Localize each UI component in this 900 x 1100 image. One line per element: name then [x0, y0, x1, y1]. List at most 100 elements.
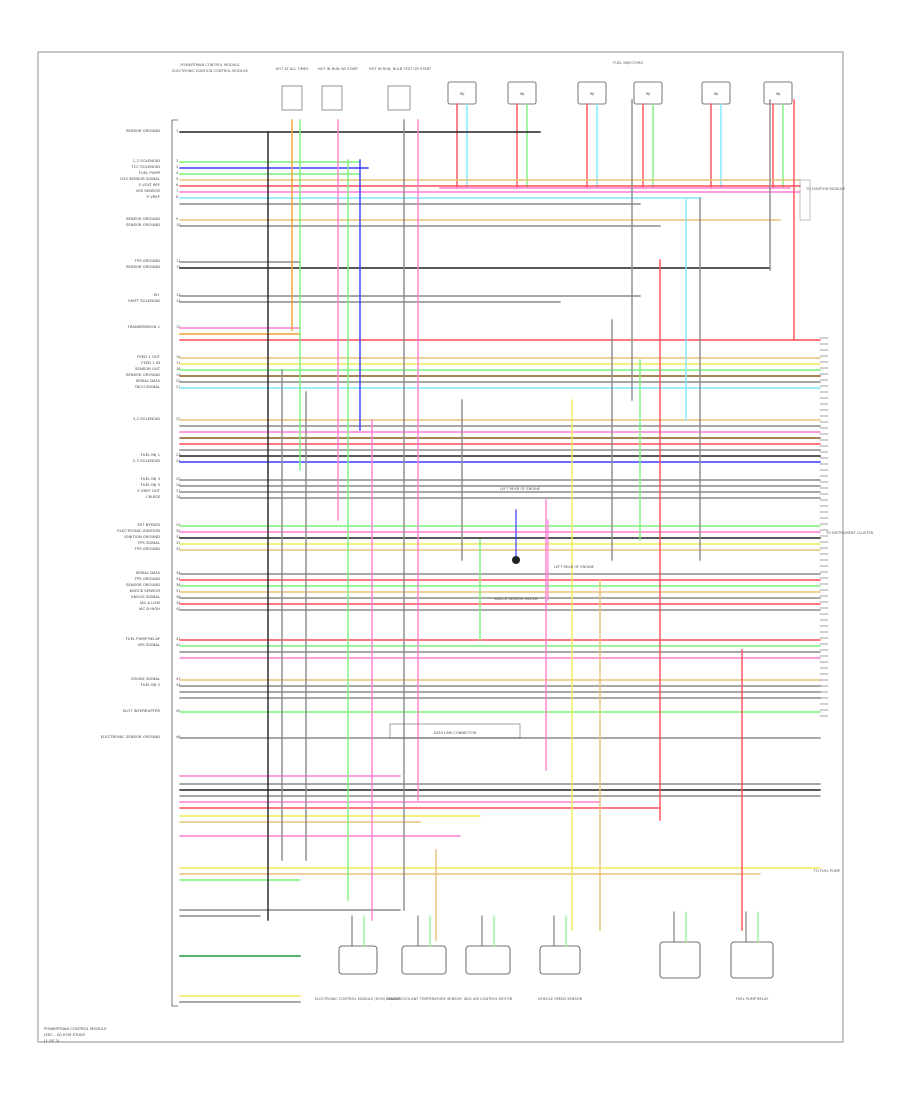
pcm-pin-label: FUEL INJ 3	[141, 476, 161, 481]
pcm-pin-label: FUEL INJ 1	[141, 452, 161, 457]
pcm-pin-number: 12	[176, 265, 181, 269]
pcm-pin-number: 45	[176, 709, 181, 713]
pcm-pin-number: 42	[176, 643, 181, 647]
pcm-pin-label: CRUISE SIGNAL	[131, 676, 161, 681]
header-hot-run-bulb-start: HOT IN RUN, BULB TEST OR START	[369, 67, 432, 71]
header-hot-all-times: HOT AT ALL TIMES	[276, 67, 310, 71]
pcm-pin-number: 11	[176, 259, 181, 263]
bottom-component-4	[539, 945, 581, 975]
bottom-component-2	[401, 945, 447, 975]
diagram-border	[37, 51, 844, 1043]
pcm-pin-label: FUEL INJ 2	[141, 682, 161, 687]
pcm-pin-number: 18	[176, 367, 181, 371]
pcm-pin-number: 33	[176, 547, 181, 551]
pcm-pin-number: 17	[176, 361, 181, 365]
pcm-pin-number: 1	[176, 129, 178, 133]
data-link-connector	[389, 723, 521, 739]
pcm-pin-label: SENSOR GROUND	[126, 128, 160, 133]
pcm-pin-number: 6	[176, 183, 179, 187]
pcm-pin-label: IAC A LOW	[140, 600, 160, 605]
pcm-pin-number: 13	[176, 293, 181, 297]
pcm-pin-number: 31	[176, 535, 181, 539]
header-hot-run-start: HOT IN RUN OR START	[318, 67, 359, 71]
pcm-pin-number: 9	[176, 217, 179, 221]
fuel-injector-label: INJ	[460, 92, 465, 96]
knock-sensor-label: KNOCK SENSOR SHIELD	[495, 597, 538, 601]
header-pcm-label: POWERTRAIN CONTROL MODULE	[180, 63, 240, 67]
pcm-pin-label: 3-2 SOLENOID	[133, 416, 160, 421]
pcm-pin-number: 16	[176, 355, 181, 359]
pcm-pin-label: SLOT INTERRUPTER	[123, 708, 161, 713]
pcm-pin-number: 39	[176, 601, 181, 605]
pcm-pin-number: 20	[176, 379, 181, 383]
injector-title: FUEL INJECTORS	[613, 61, 643, 65]
pcm-pin-number: 46	[176, 735, 181, 739]
fuel-injector-4	[633, 81, 663, 105]
component-label-coolant: ENGINE COOLANT TEMPERATURE SENSOR	[386, 997, 462, 1001]
pcm-pin-label: TPS GROUND	[134, 546, 160, 551]
pcm-pin-number: 27	[176, 489, 181, 493]
bottom-component-6	[730, 941, 774, 979]
pcm-pin-number: 19	[176, 373, 181, 377]
pcm-pin-label: 1-2 SOLENOID	[133, 158, 160, 163]
pcm-pin-label: IAC B HIGH	[139, 606, 160, 611]
pcm-pin-number: 25	[176, 477, 181, 481]
fuel-injector-label: INJ	[590, 92, 595, 96]
pcm-pin-number: 29	[176, 523, 181, 527]
pcm-pin-label: TPS GROUND	[134, 576, 160, 581]
component-label-iac: IDLE AIR CONTROL MOTOR	[464, 997, 513, 1001]
pcm-pin-number: 37	[176, 589, 181, 593]
component-label-vss: VEHICLE SPEED SENSOR	[538, 997, 583, 1001]
right-label-cluster: TO INSTRUMENT CLUSTER	[825, 531, 874, 535]
pcm-pin-label: SERIAL DATA	[136, 378, 161, 383]
fuel-injector-label: INJ	[520, 92, 525, 96]
pcm-pin-number: 44	[176, 683, 181, 687]
pcm-pin-label: VSS SIGNAL	[137, 642, 161, 647]
center-label-left-rear-2: LEFT REAR OF ENGINE	[554, 565, 595, 569]
pcm-pin-number: 41	[176, 637, 181, 641]
fuel-injector-6	[763, 81, 793, 105]
pcm-pin-label: TACH SIGNAL	[134, 384, 161, 389]
pcm-pin-number: 36	[176, 583, 181, 587]
pcm-pin-label: VSS SENSOR	[136, 188, 161, 193]
pcm-pin-number: 5	[176, 177, 178, 181]
pcm-pin-number: 26	[176, 483, 181, 487]
pcm-pin-label: KNOCK SIGNAL	[131, 594, 161, 599]
pcm-pin-number: 34	[176, 571, 181, 575]
pcm-pin-label: TPS SIGNAL	[137, 540, 161, 545]
footer-subtitle: (EEC - IV) ECM STUDY	[44, 1032, 86, 1037]
pcm-pin-number: 21	[176, 385, 181, 389]
pcm-pin-number: 10	[176, 223, 181, 227]
fuel-injector-5	[701, 81, 731, 105]
pcm-pin-number: 35	[176, 577, 181, 581]
pcm-pin-number: 15	[176, 325, 181, 329]
pcm-pin-label: FEED 1 IN	[141, 360, 160, 365]
pcm-pin-label: FUEL PUMP	[139, 170, 161, 175]
pcm-pin-number: 14	[176, 299, 181, 303]
pcm-pin-label: KNOCK SENSOR	[130, 588, 161, 593]
fuel-injector-1	[447, 81, 477, 105]
bottom-component-5	[659, 941, 701, 979]
pcm-pin-number: 7	[176, 189, 178, 193]
pcm-pin-number: 40	[176, 607, 181, 611]
pcm-pin-number: 3	[176, 165, 178, 169]
pcm-pin-number: 23	[176, 453, 181, 457]
pcm-pin-label: 2-3 SOLENOID	[133, 458, 160, 463]
pcm-pin-label: TCC SOLENOID	[131, 164, 160, 169]
component-label-ecm-sensor: ELECTRONIC CONTROL MODULE (ECM) SENSOR	[315, 997, 402, 1001]
pcm-pin-number: 8	[176, 195, 179, 199]
header-eicm-label: ELECTRONIC IGNITION CONTROL MODULE	[172, 69, 249, 73]
pcm-pin-label: 5 VOLT REF	[139, 182, 160, 187]
pcm-pin-label: SENSOR GROUND	[126, 222, 160, 227]
fuel-injector-label: INJ	[646, 92, 651, 96]
center-label-left-rear: LEFT REAR OF ENGINE	[500, 487, 541, 491]
pcm-pin-label: SERIAL DATA	[136, 570, 161, 575]
pcm-pin-label: SENSOR OUT	[135, 366, 161, 371]
footer-title: POWERTRAIN CONTROL MODULE	[44, 1026, 107, 1031]
bottom-component-3	[465, 945, 511, 975]
pcm-pin-number: 24	[176, 459, 181, 463]
bottom-component-1	[338, 945, 378, 975]
pcm-pin-label: ELECTRONIC IGNITION	[117, 528, 160, 533]
pcm-pin-number: 43	[176, 677, 181, 681]
